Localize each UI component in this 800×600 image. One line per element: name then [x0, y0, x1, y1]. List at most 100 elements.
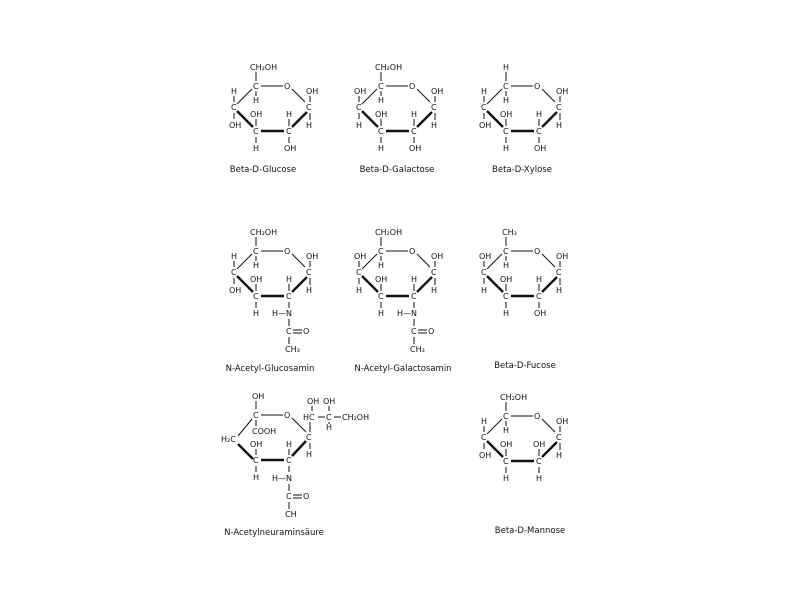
svg-text:OH: OH [500, 275, 512, 284]
svg-text:H: H [231, 252, 237, 261]
molecule-beta-d-galactose: CH₂OH C O OH C H H OH C H OH C H H C OH … [354, 63, 443, 175]
svg-text:OH: OH [500, 110, 512, 119]
svg-text:C: C [286, 127, 292, 136]
svg-text:H: H [286, 440, 292, 449]
svg-text:C: C [253, 456, 259, 465]
svg-text:C: C [253, 82, 259, 91]
nh-group: H—N [272, 474, 292, 483]
svg-text:OH: OH [375, 110, 387, 119]
svg-text:H: H [253, 309, 259, 318]
svg-text:H: H [556, 121, 562, 130]
molecule-beta-d-glucose: CH₂OH C O OH C H H H C OH OH C H H C OH … [229, 63, 318, 175]
svg-text:H: H [253, 473, 259, 482]
svg-text:OH: OH [229, 286, 241, 295]
svg-text:C: C [556, 268, 562, 277]
svg-text:H: H [481, 87, 487, 96]
svg-text:H: H [253, 261, 259, 270]
svg-text:C: C [306, 268, 312, 277]
molecule-name: N-Acetyl-Glucosamin [226, 364, 315, 374]
svg-text:OH: OH [479, 252, 491, 261]
svg-text:H: H [306, 286, 312, 295]
svg-text:H: H [503, 474, 509, 483]
svg-text:H: H [356, 121, 362, 130]
molecule-n-acetyl-glucosamin: CH₂OH C O OH C H H H C OH OH C H H C H—N… [226, 228, 319, 374]
svg-text:C: C [253, 411, 259, 420]
svg-text:C: C [253, 247, 259, 256]
molecule-beta-d-mannose: CH₂OH C O OH C H H H C OH OH C H OH C H … [479, 393, 568, 536]
svg-text:C: C [231, 103, 237, 112]
svg-text:H: H [536, 474, 542, 483]
svg-text:OH: OH [556, 252, 568, 261]
svg-text:CH₂OH: CH₂OH [250, 228, 277, 237]
svg-text:OH: OH [556, 87, 568, 96]
svg-text:OH: OH [229, 121, 241, 130]
molecule-name: Beta-D-Mannose [495, 526, 565, 536]
svg-text:H: H [378, 309, 384, 318]
svg-text:C: C [306, 103, 312, 112]
molecule-name: N-Acetylneuraminsäure [224, 528, 324, 538]
svg-text:CH₂OH: CH₂OH [500, 393, 527, 402]
svg-text:H: H [356, 286, 362, 295]
svg-text:H: H [503, 261, 509, 270]
ring-oxygen: O [284, 411, 290, 420]
svg-text:C: C [326, 413, 332, 422]
svg-text:C: C [306, 433, 312, 442]
svg-text:O: O [428, 327, 434, 336]
svg-text:H: H [503, 144, 509, 153]
svg-text:H: H [231, 87, 237, 96]
svg-text:H: H [306, 450, 312, 459]
svg-text:H: H [503, 96, 509, 105]
molecule-n-acetyl-galactosamin: CH₂OH C O OH C H H OH C H OH C H H C H—N… [354, 228, 452, 374]
svg-text:C: C [356, 268, 362, 277]
svg-text:OH: OH [306, 252, 318, 261]
svg-text:C: C [286, 292, 292, 301]
svg-text:CH₃: CH₃ [285, 345, 300, 354]
svg-text:O: O [303, 327, 309, 336]
svg-text:C: C [253, 292, 259, 301]
svg-text:H: H [431, 121, 437, 130]
svg-text:OH: OH [323, 397, 335, 406]
svg-text:C: C [503, 292, 509, 301]
svg-text:OH: OH [354, 252, 366, 261]
svg-text:OH: OH [250, 275, 262, 284]
svg-text:OH: OH [479, 451, 491, 460]
ch2-group: H₂C [221, 435, 236, 444]
molecule-name: Beta-D-Galactose [360, 165, 435, 175]
svg-text:CH₃: CH₃ [410, 345, 425, 354]
svg-text:H: H [378, 261, 384, 270]
svg-text:C: C [378, 292, 384, 301]
svg-text:H: H [411, 275, 417, 284]
side-chain-hc: HC [303, 413, 315, 422]
svg-text:C: C [378, 127, 384, 136]
molecule-name: N-Acetyl-Galactosamin [354, 364, 451, 374]
svg-text:OH: OH [533, 440, 545, 449]
svg-text:CH₂OH: CH₂OH [375, 228, 402, 237]
svg-text:H: H [431, 286, 437, 295]
svg-text:C: C [411, 327, 417, 336]
svg-text:H: H [481, 417, 487, 426]
svg-text:C: C [556, 103, 562, 112]
molecule-beta-d-xylose: H C O OH C H H H C OH OH C H H C OH Beta… [479, 63, 568, 175]
svg-text:H: H [503, 309, 509, 318]
svg-text:C: C [536, 292, 542, 301]
svg-text:C: C [286, 456, 292, 465]
svg-text:C: C [378, 82, 384, 91]
svg-text:C: C [536, 457, 542, 466]
svg-text:C: C [356, 103, 362, 112]
svg-text:OH: OH [556, 417, 568, 426]
svg-text:OH: OH [252, 392, 264, 401]
svg-text:OH: OH [284, 144, 296, 153]
svg-text:OH: OH [307, 397, 319, 406]
svg-text:H: H [286, 110, 292, 119]
svg-text:H: H [536, 110, 542, 119]
svg-text:OH: OH [534, 309, 546, 318]
svg-text:C: C [231, 268, 237, 277]
svg-text:H: H [253, 144, 259, 153]
svg-text:OH: OH [409, 144, 421, 153]
svg-text:H: H [378, 96, 384, 105]
svg-text:CH: CH [285, 510, 297, 519]
svg-text:C: C [481, 103, 487, 112]
c6-ch2oh: CH₂OH [250, 63, 277, 72]
svg-text:OH: OH [375, 275, 387, 284]
